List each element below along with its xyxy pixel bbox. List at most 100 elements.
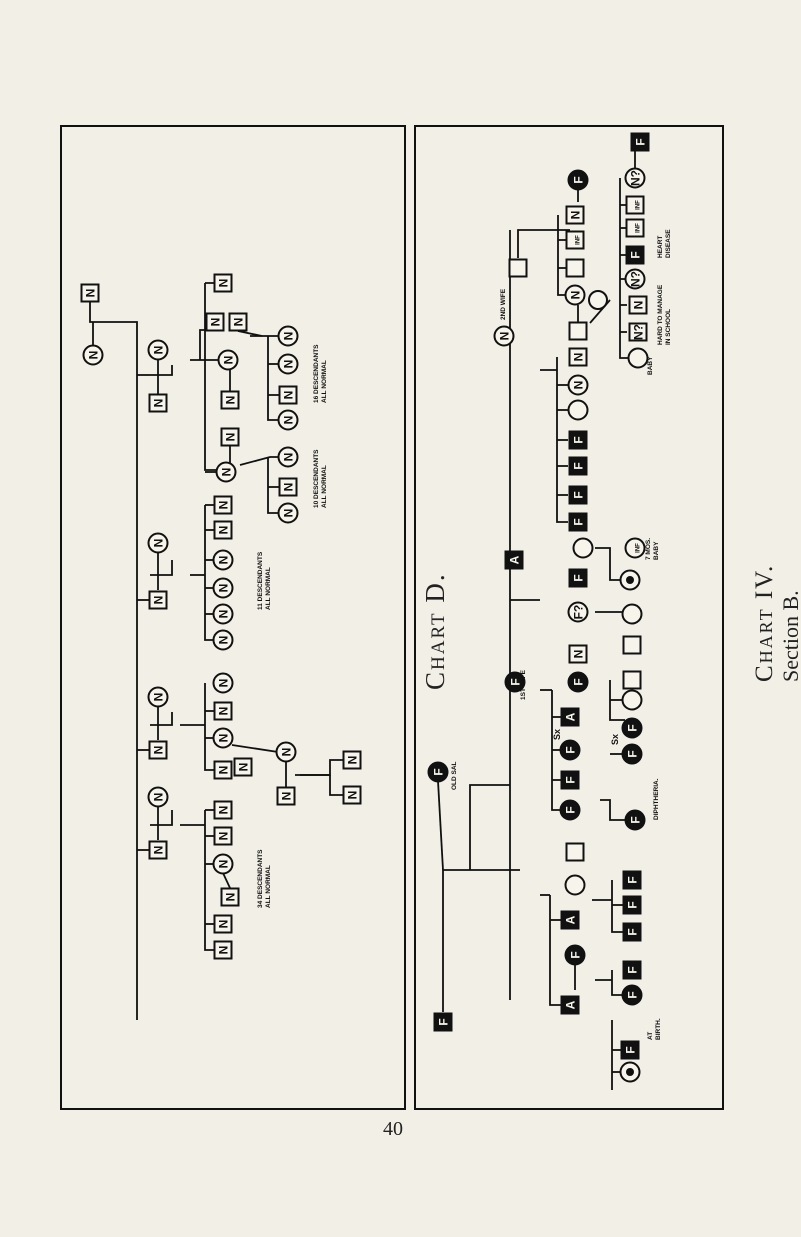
lineage-line [611,880,623,933]
grandchild-1w-a: INF [624,537,646,559]
gen4-female-4: N [277,446,299,468]
svg-text:F?: F? [572,605,586,620]
svg-text:ALL NORMAL: ALL NORMAL [321,360,328,403]
svg-text:N: N [217,679,231,688]
svg-text:N: N [232,318,246,327]
grandchild-1w-n: F [621,984,643,1006]
svg-text:N: N [569,291,583,300]
svg-text:F: F [626,991,640,998]
grandchild-2w-top: F [630,132,650,152]
svg-text:N: N [280,792,294,801]
svg-text:N: N [572,381,586,390]
svg-text:N: N [152,399,166,408]
svg-text:INF: INF [636,200,642,210]
gen2-male-2: N [148,590,168,610]
svg-text:N: N [152,693,166,702]
svg-text:N: N [217,501,231,510]
svg-text:N: N [569,211,583,220]
child-1w-21: A [560,995,580,1015]
gen2-male-4: N [148,840,168,860]
gen3-male-k: N [213,800,233,820]
svg-text:N: N [282,360,296,369]
svg-text:F: F [572,176,586,183]
svg-text:N: N [282,416,296,425]
svg-text:DIPHTHERIA.: DIPHTHERIA. [653,778,660,820]
svg-text:F: F [564,746,578,753]
chart-iv-title: Chart IV. [751,563,778,682]
seven-months-baby-label: 7 MOS.BABY [645,538,660,560]
svg-text:N: N [152,793,166,802]
child-1w-9: F [568,568,588,588]
grandchild-1w-p [619,1061,641,1083]
svg-text:IN SCHOOL: IN SCHOOL [665,309,672,345]
gen3-female-g: N [212,672,234,694]
lineage-line [204,683,218,771]
gen3-female-d: N [212,577,234,599]
svg-text:N: N [572,650,586,659]
child-1w-4: F [568,430,588,450]
gen4-female-1: N [277,325,299,347]
child-1w-6: F [568,485,588,505]
gen3-female-f: N [212,629,234,651]
grandchild-2w-5: N? [624,268,646,290]
lineage-line [150,712,173,726]
svg-text:N: N [152,746,166,755]
child-1w-5: F [568,456,588,476]
gen3-male-m: N [220,887,240,907]
svg-text:N: N [152,846,166,855]
svg-text:F: F [634,138,648,145]
lineage-line [89,302,138,1020]
svg-text:N: N [217,734,231,743]
lineage-line [204,505,215,641]
second-wife: N [493,325,515,347]
svg-text:BIRTH.: BIRTH. [655,1018,662,1040]
child-2w-6 [568,321,588,341]
gen4-female-2: N [277,353,299,375]
grandchild-1w-i: F [624,809,646,831]
lineage-line [619,178,630,359]
child-1w-12: F [567,671,589,693]
gen4-male-4: N [342,750,362,770]
child-1w-14: F [559,739,581,761]
lineage-line [469,784,510,870]
gen4-male-5: N [342,785,362,805]
svg-text:F: F [437,1018,451,1025]
svg-text:N: N [152,596,166,605]
gen2-male-3: N [148,740,168,760]
child-2w-7 [588,290,608,310]
svg-text:N: N [152,346,166,355]
pedigree-lines [89,150,636,1090]
grandchild-1w-j: F [622,870,642,890]
svg-text:F: F [572,462,586,469]
svg-text:N: N [217,766,231,775]
lineage-line [549,895,561,1006]
grandchild-1w-f [621,689,643,711]
gen3-male-a: N [205,312,225,332]
gen3-female-i: N [212,853,234,875]
gen3-male-c: N [213,273,233,293]
svg-text:2ND WIFE: 2ND WIFE [500,288,507,320]
child-1w-11: N [568,644,588,664]
gen3-male-h: N [213,701,233,721]
svg-text:34 DESCENDANTS: 34 DESCENDANTS [257,849,264,908]
svg-text:F: F [564,806,578,813]
grandchild-1w-b [619,569,641,591]
gen3-male-j: N [233,757,253,777]
svg-text:N: N [282,509,296,518]
lineage-line [609,680,625,721]
svg-text:N: N [222,356,236,365]
svg-text:F: F [572,678,586,685]
lineage-line [267,457,280,514]
gen2-male-1: N [148,393,168,413]
svg-text:N: N [282,483,296,492]
lineage-line [300,759,345,776]
grandchild-1w-d [622,635,642,655]
grandchild-1w-g: F [621,717,643,739]
grandchild-1w-e [622,670,642,690]
child-2w-4 [565,258,585,278]
